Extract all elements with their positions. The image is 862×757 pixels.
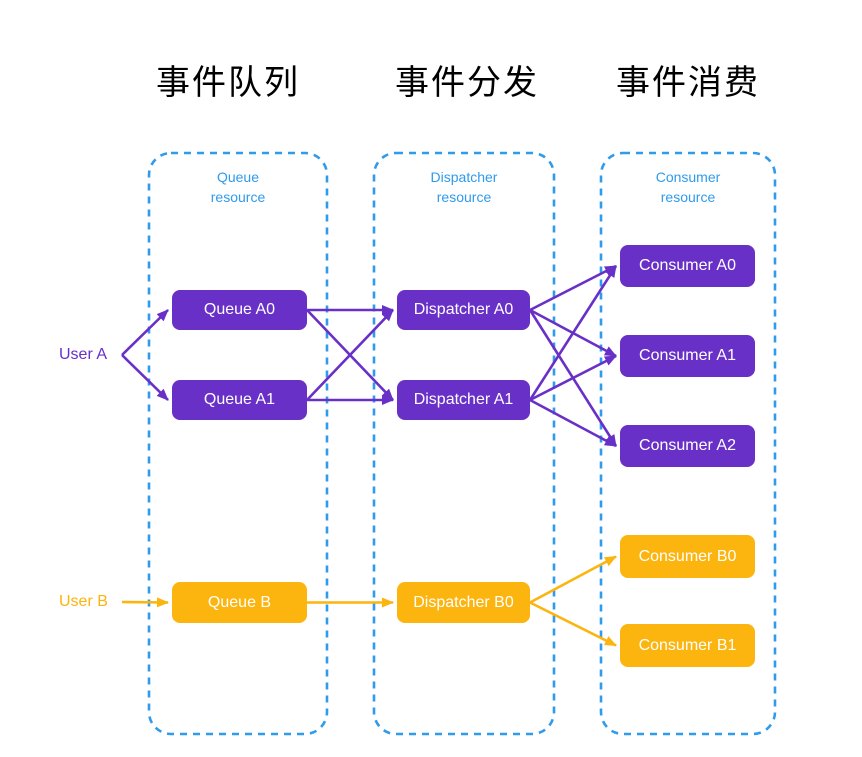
- node-consumer-a1: Consumer A1: [620, 335, 755, 377]
- container-outline-queue: [147, 151, 329, 736]
- edge-user-b-to-queue-b: [121, 597, 169, 608]
- edge-user-a-to-queue-a0: [121, 309, 169, 356]
- edge-user-a-to-queue-a1: [121, 354, 169, 401]
- user-b-label: User B: [59, 593, 108, 610]
- node-dispatcher-a1: Dispatcher A1: [397, 380, 530, 420]
- node-dispatcher-b0: Dispatcher B0: [397, 582, 530, 623]
- container-label-dispatcher: Dispatcher resource: [430, 169, 498, 205]
- edge-dispatcher-b0-to-consumer-b1: [529, 601, 617, 647]
- column-title-consumer: 事件消费: [616, 64, 760, 102]
- node-queue-a1: Queue A1: [172, 380, 307, 420]
- node-consumer-a2: Consumer A2: [620, 425, 755, 467]
- edge-dispatcher-a1-to-consumer-a1: [529, 354, 617, 402]
- edge-dispatcher-a1-to-consumer-a0: [528, 265, 618, 401]
- node-dispatcher-a0: Dispatcher A0: [397, 290, 530, 330]
- edge-dispatcher-a0-to-consumer-a0: [529, 264, 617, 312]
- node-consumer-b1: Consumer B1: [620, 624, 755, 667]
- container-outline-dispatcher: [372, 151, 556, 736]
- node-queue-a0: Queue A0: [172, 290, 307, 330]
- edge-dispatcher-a1-to-consumer-a2: [529, 398, 617, 448]
- column-title-queue: 事件队列: [156, 64, 300, 102]
- container-outline-consumer: [599, 151, 777, 736]
- container-label-consumer: Consumer resource: [655, 169, 721, 205]
- node-queue-b: Queue B: [172, 582, 307, 623]
- edges-group: [121, 264, 618, 647]
- edge-dispatcher-b0-to-consumer-b0: [529, 555, 617, 604]
- container-label-queue: Queue resource: [210, 169, 266, 205]
- node-consumer-a0: Consumer A0: [620, 245, 755, 287]
- column-title-dispatcher: 事件分发: [395, 64, 539, 102]
- node-consumer-b0: Consumer B0: [620, 535, 755, 578]
- edge-queue-a1-to-dispatcher-a0: [306, 309, 394, 401]
- user-a-label: User A: [59, 346, 108, 363]
